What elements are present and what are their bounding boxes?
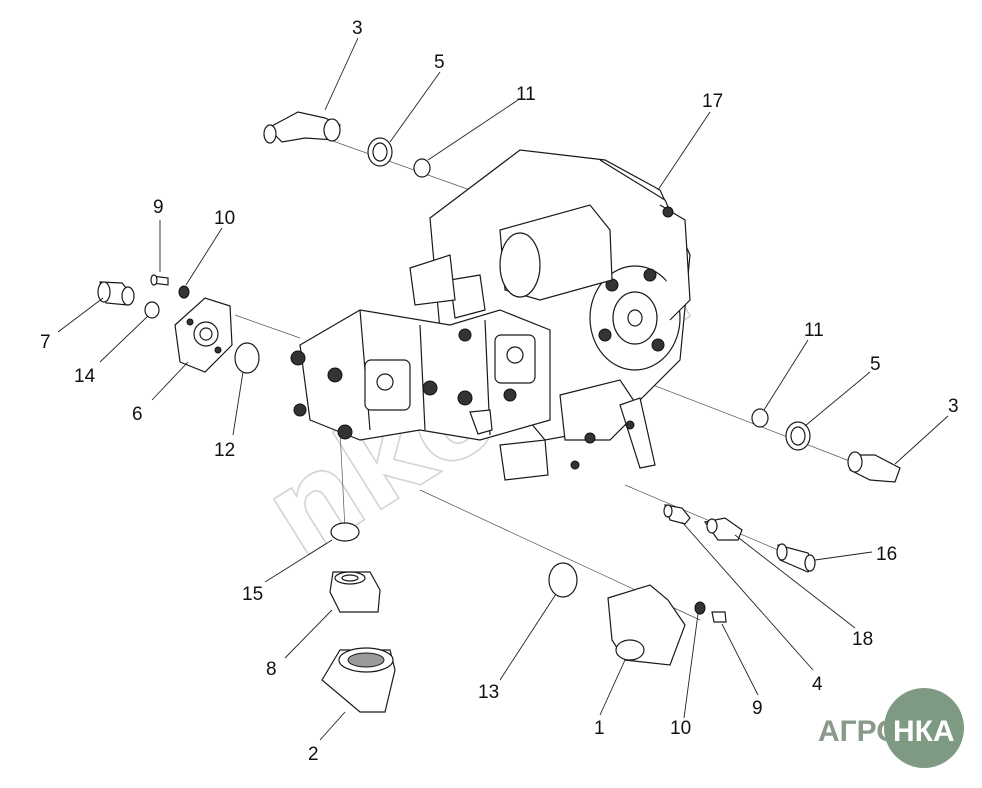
part-11-ring-upper <box>413 158 431 178</box>
part-14-ring <box>144 301 160 319</box>
part-3-elbow-upper <box>263 111 341 144</box>
callout-17: 17 <box>702 91 723 112</box>
leader-lines <box>57 37 949 741</box>
callout-10-lower: 10 <box>670 718 691 739</box>
part-9-bolt-lower <box>711 611 727 623</box>
callout-2: 2 <box>308 744 319 765</box>
agronka-logo: АГРО НКА <box>818 688 964 768</box>
callout-12: 12 <box>214 440 235 461</box>
callout-4: 4 <box>812 674 823 695</box>
part-6-flange <box>174 297 233 373</box>
part-10-washer-left <box>178 285 190 299</box>
callout-11-right: 11 <box>804 320 824 341</box>
callout-13: 13 <box>478 682 499 703</box>
part-3-elbow-right <box>847 451 901 483</box>
part-16-fitting <box>776 543 816 573</box>
callout-5-right: 5 <box>870 354 881 375</box>
logo-badge <box>884 688 964 768</box>
part-7-fitting <box>97 281 135 306</box>
callout-labels: 3 5 11 17 9 10 7 14 6 12 11 5 3 16 15 8 … <box>40 18 959 765</box>
part-9-bolt-left <box>150 274 169 286</box>
part-12-ring <box>234 342 260 374</box>
gear-pump-stack <box>290 254 656 481</box>
callout-3-upper: 3 <box>352 18 363 39</box>
callout-1: 1 <box>594 718 605 739</box>
logo-text-right: НКА <box>893 715 955 748</box>
callout-8: 8 <box>266 659 277 680</box>
callout-18: 18 <box>852 629 873 650</box>
part-2-elbow-lower <box>321 647 396 713</box>
callout-15: 15 <box>242 584 263 605</box>
part-5-nut-right <box>785 421 811 451</box>
part-13-ring <box>548 562 578 598</box>
part-4-fitting <box>663 504 691 525</box>
callout-7: 7 <box>40 332 51 353</box>
callout-9-lower: 9 <box>752 698 763 719</box>
callout-11-upper: 11 <box>516 84 536 105</box>
callout-5-upper: 5 <box>434 52 445 73</box>
assembly-axis-lines <box>234 139 861 621</box>
callout-9-left: 9 <box>153 197 164 218</box>
part-5-nut-upper <box>367 137 393 167</box>
callout-14: 14 <box>74 366 96 387</box>
part-10-washer-lower <box>694 601 706 615</box>
callout-10-left: 10 <box>214 208 235 229</box>
part-11-ring-right <box>751 408 769 428</box>
part-15-ring <box>330 522 360 542</box>
callout-3-right: 3 <box>948 396 959 417</box>
part-18-tee <box>703 517 743 541</box>
callout-16: 16 <box>876 544 897 565</box>
part-8-adapter <box>329 571 381 613</box>
part-1-inlet-pipe <box>607 584 686 666</box>
callout-6: 6 <box>132 404 143 425</box>
